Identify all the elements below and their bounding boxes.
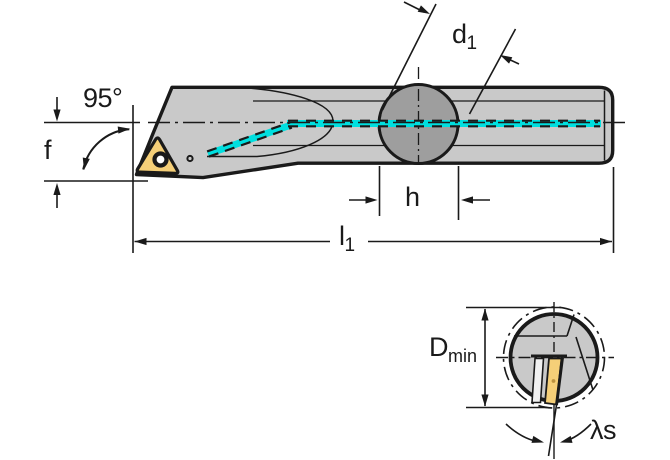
pocket-corner-dot bbox=[186, 154, 194, 163]
insert-top-view bbox=[135, 136, 194, 176]
dimension-lambda-s bbox=[505, 423, 592, 443]
coolant-channel bbox=[206, 119, 601, 158]
label-l1: l1 bbox=[339, 221, 356, 256]
dimension-h bbox=[349, 166, 490, 220]
dimension-f bbox=[44, 97, 148, 208]
insert-screw-hole bbox=[152, 151, 169, 168]
dimension-l1 bbox=[134, 167, 615, 253]
dimension-lead-angle bbox=[82, 126, 130, 170]
insert-dot bbox=[551, 379, 556, 383]
label-h: h bbox=[405, 182, 420, 212]
clamp-wedge bbox=[531, 357, 545, 404]
end-view bbox=[466, 302, 614, 459]
insert-tilt-line bbox=[547, 404, 558, 457]
label-lambda-s: λs bbox=[590, 415, 617, 445]
dimension-dmin bbox=[466, 306, 561, 409]
boring-bar-body bbox=[134, 85, 615, 180]
label-f: f bbox=[44, 135, 52, 165]
head-section-lines bbox=[514, 314, 594, 391]
label-d1: d1 bbox=[452, 19, 478, 54]
side-view bbox=[44, 1, 628, 253]
label-lead-angle: 95° bbox=[83, 83, 123, 113]
insert-edge-thick bbox=[555, 357, 564, 406]
label-dmin: Dmin bbox=[429, 332, 478, 366]
